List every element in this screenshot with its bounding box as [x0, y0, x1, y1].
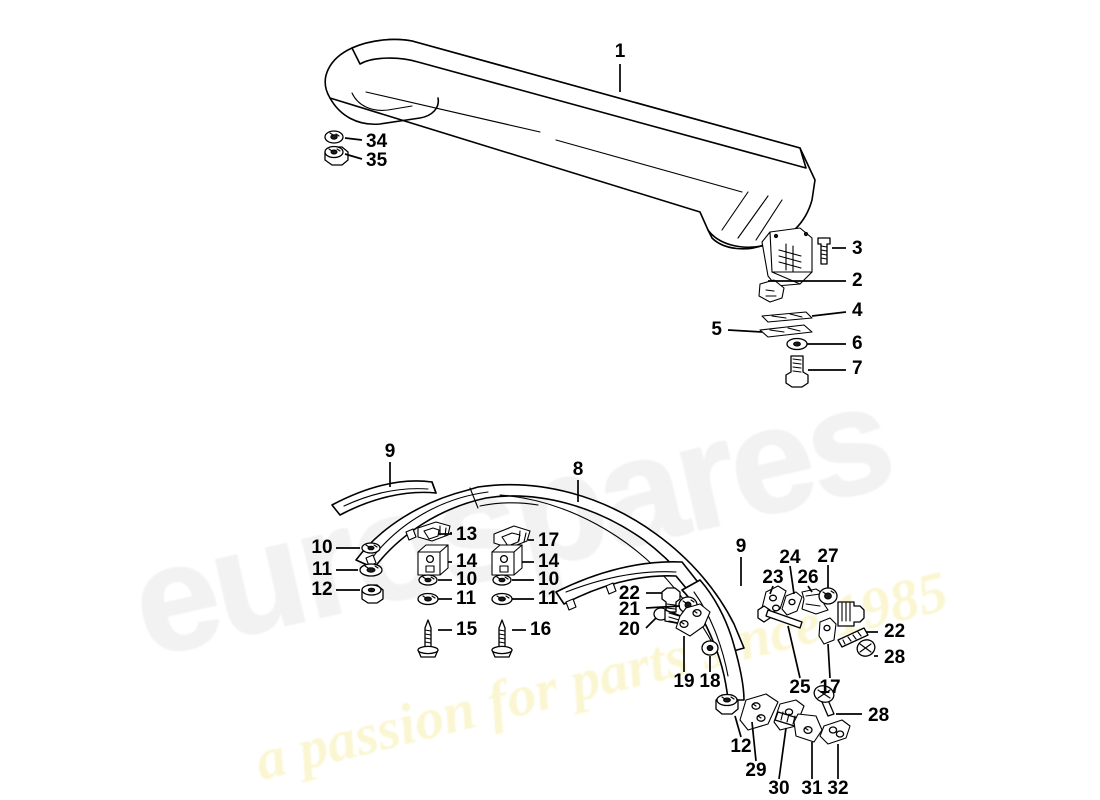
callout-7-bolt: 7 [852, 358, 863, 379]
leader-lines [336, 64, 878, 780]
part-14-block-b [491, 544, 523, 576]
callout-28-screw-b: 28 [868, 705, 889, 726]
callout-12-nut-a: 12 [311, 579, 332, 600]
callout-22-bolt-b: 22 [884, 621, 905, 642]
callout-16-screw: 16 [530, 619, 551, 640]
part-20-rivet [653, 607, 682, 625]
callout-28-screw-a: 28 [884, 647, 905, 668]
part-28-screw-b [813, 685, 835, 717]
part-28-screw-a [837, 627, 876, 657]
part-17-clip-b [818, 617, 837, 645]
callout-24-plate: 24 [779, 547, 801, 568]
part-19-plate [675, 603, 711, 637]
callout-15-screw: 15 [456, 619, 478, 640]
part-25-screw [757, 605, 803, 629]
callout-8-spoiler-base: 8 [573, 459, 584, 480]
callout-6-washer: 6 [852, 333, 863, 354]
part-27-washer [818, 587, 838, 605]
part-10-washer-b [418, 574, 438, 586]
callout-5-shim: 5 [711, 319, 722, 340]
callout-27-washer: 27 [817, 546, 838, 567]
callout-18-washer: 18 [699, 671, 720, 692]
callout-9-trim-right: 9 [736, 536, 747, 557]
callout-14-block-a: 14 [456, 551, 478, 572]
part-7-bolt [785, 355, 809, 388]
part-31-clamp [774, 711, 823, 743]
part-18-washer [701, 640, 719, 656]
part-10-washer-a [361, 542, 381, 554]
part-3-screw [817, 237, 831, 265]
part-35-nut [324, 145, 349, 166]
callout-11-washer-a: 11 [312, 559, 333, 580]
part-16-screw [491, 619, 513, 658]
callout-20-rivet: 20 [619, 619, 640, 640]
callout-34-washer: 34 [366, 131, 388, 152]
callout-23-plate: 23 [762, 567, 783, 588]
part-15-screw [417, 619, 439, 658]
callout-14-block-b: 14 [538, 551, 560, 572]
part-12-nut-a [361, 584, 384, 604]
callout-13-clip: 13 [456, 524, 477, 545]
callout-10-washer-c: 10 [538, 569, 559, 590]
callout-25-screw: 25 [789, 677, 811, 698]
callout-22-bolt-a: 22 [619, 583, 640, 604]
callout-26-bracket: 26 [797, 567, 818, 588]
part-1-rear-wing [324, 38, 816, 250]
part-6-washer [786, 337, 808, 351]
callout-2-bracket: 2 [852, 270, 863, 291]
part-32-plate [819, 719, 851, 745]
part-11-washer-c [491, 592, 513, 606]
part-2-support-bracket [758, 227, 813, 303]
callout-9-trim-left: 9 [385, 441, 396, 462]
callout-10-washer-b: 10 [456, 569, 477, 590]
part-29-plate [739, 693, 779, 731]
part-4-shim [761, 311, 813, 323]
callout-32-plate: 32 [827, 778, 848, 799]
part-14-block-a [417, 544, 449, 576]
part-11-washer-b [417, 592, 439, 606]
part-22-bolt-b [837, 601, 865, 627]
part-34-washer [324, 130, 344, 144]
callout-31-clamp: 31 [801, 778, 823, 799]
part-10-washer-c [492, 574, 512, 586]
part-9-trim-strip-left [331, 480, 437, 516]
callout-10-washer-a: 10 [311, 537, 332, 558]
callout-19-plate: 19 [673, 671, 694, 692]
part-24-plate [781, 591, 803, 616]
callout-17-clip-a: 17 [538, 530, 559, 551]
callout-11-washer-b: 11 [456, 588, 477, 609]
callout-21-washer: 21 [619, 599, 641, 620]
callout-11-washer-c: 11 [538, 588, 559, 609]
callout-3-screw: 3 [852, 238, 863, 259]
callout-30-plate: 30 [768, 778, 789, 799]
part-12-nut-b [715, 693, 739, 715]
callout-1-rear-wing: 1 [615, 41, 626, 62]
callout-35-nut: 35 [366, 150, 388, 171]
part-5-shim [759, 324, 813, 338]
callout-4-shim: 4 [852, 300, 863, 321]
callout-12-nut-b: 12 [730, 736, 751, 757]
callout-17-clip-b: 17 [819, 677, 840, 698]
part-11-washer-a [359, 563, 383, 577]
callout-29-plate: 29 [745, 760, 766, 781]
